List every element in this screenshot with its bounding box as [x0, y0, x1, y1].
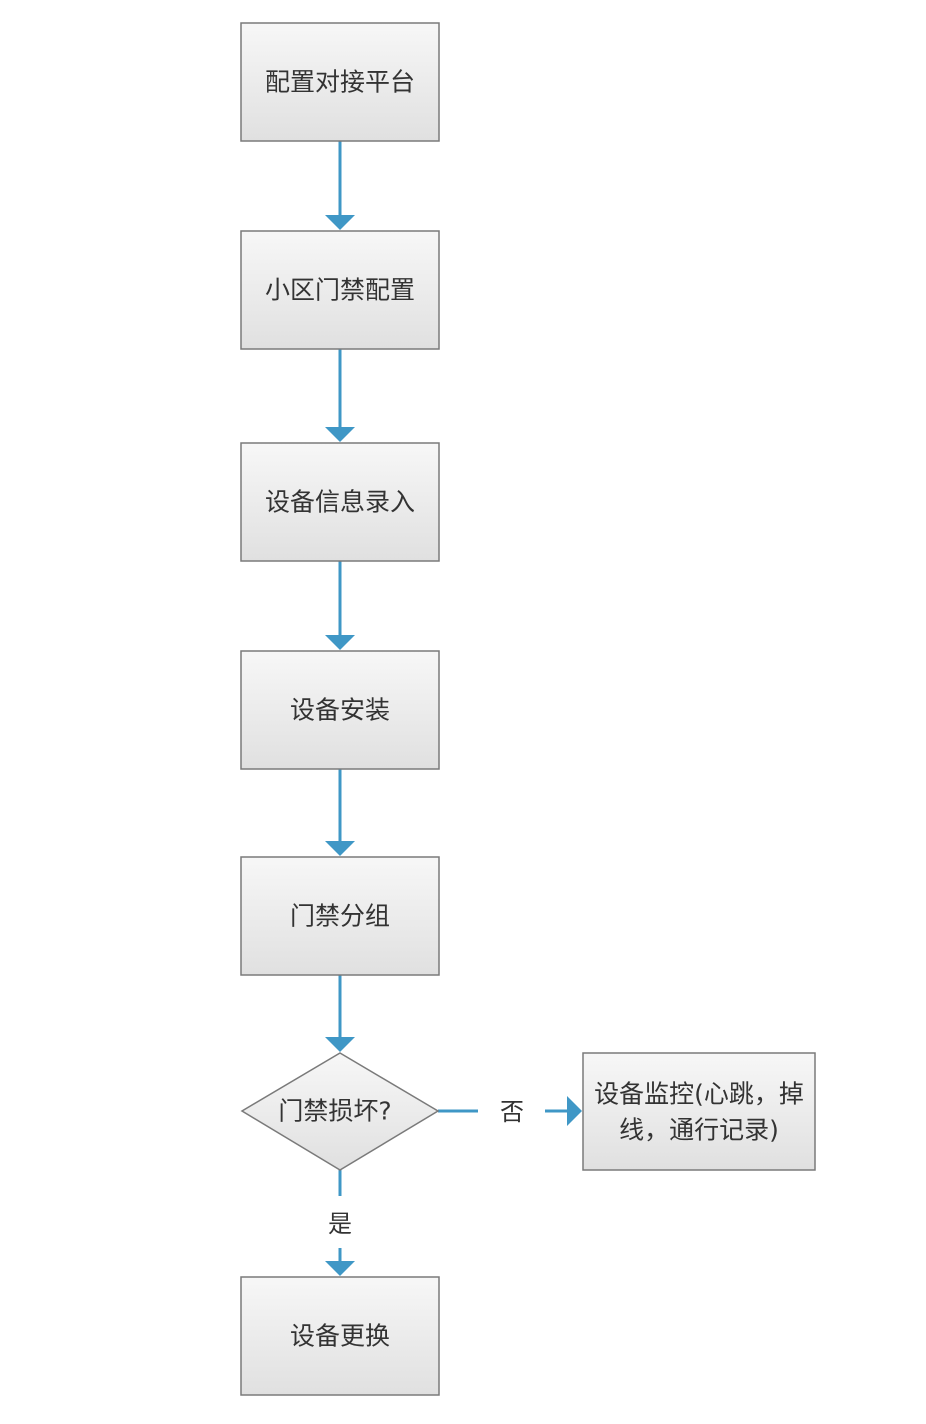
- edge-label-no: 否: [500, 1098, 524, 1126]
- arrowhead-n4: [325, 635, 355, 650]
- node-device-replacement: 设备更换: [240, 1276, 440, 1396]
- arrowhead-n2: [325, 215, 355, 230]
- node-community-access-config: 小区门禁配置: [240, 230, 440, 350]
- edges: [325, 141, 582, 1276]
- arrowhead-decision: [325, 1037, 355, 1052]
- node-device-installation: 设备安装: [240, 650, 440, 770]
- node-device-replacement-label: 设备更换: [290, 1322, 390, 1351]
- edge-label-yes: 是: [328, 1210, 352, 1238]
- node-decision-damaged-label: 门禁损坏?: [278, 1097, 391, 1126]
- arrowhead-n5: [325, 841, 355, 856]
- node-device-info-entry: 设备信息录入: [240, 442, 440, 562]
- node-device-installation-label: 设备安装: [290, 696, 390, 725]
- arrowhead-n3: [325, 427, 355, 442]
- node-device-monitoring-line2: 线，通行记录): [619, 1116, 779, 1145]
- node-device-monitoring-line1: 设备监控(心跳，掉: [594, 1080, 804, 1109]
- node-configure-platform-label: 配置对接平台: [265, 68, 415, 97]
- node-device-monitoring: 设备监控(心跳，掉 线，通行记录): [582, 1052, 816, 1171]
- node-access-grouping-label: 门禁分组: [290, 902, 390, 931]
- arrowhead-replace: [325, 1261, 355, 1276]
- node-decision-damaged: 门禁损坏?: [240, 1052, 440, 1171]
- node-configure-platform: 配置对接平台: [240, 22, 440, 142]
- node-community-access-config-label: 小区门禁配置: [265, 276, 415, 305]
- arrowhead-monitor: [567, 1096, 582, 1126]
- node-device-info-entry-label: 设备信息录入: [265, 488, 415, 517]
- node-access-grouping: 门禁分组: [240, 856, 440, 976]
